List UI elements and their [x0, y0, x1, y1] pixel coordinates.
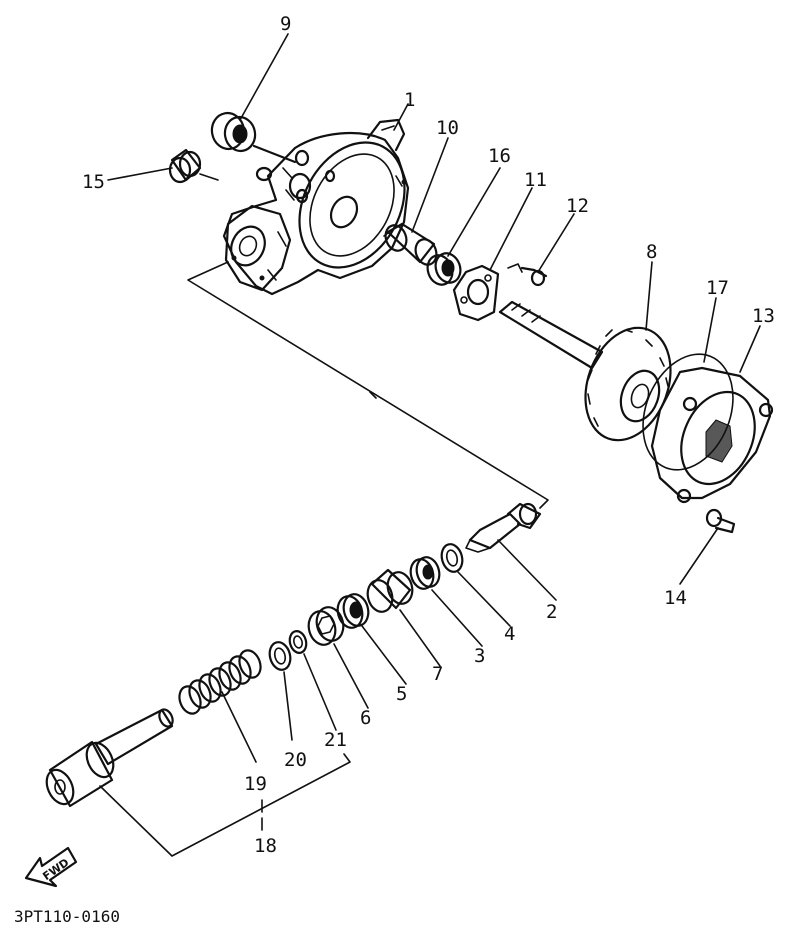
- part-18-shaft: [45, 708, 174, 808]
- diagram-code: 3PT110-0160: [14, 907, 120, 926]
- label-19: 19: [244, 773, 267, 795]
- label-7: 7: [432, 663, 443, 685]
- label-2: 2: [546, 601, 557, 623]
- fwd-label: FWD: [40, 856, 71, 883]
- part-20-washer: [268, 641, 292, 671]
- leader-lines: [99, 33, 761, 857]
- part-9-seal: [210, 111, 297, 164]
- label-4: 4: [504, 623, 515, 645]
- label-13: 13: [752, 305, 775, 327]
- label-10: 10: [436, 117, 459, 139]
- part-15-bushing: [168, 148, 219, 184]
- label-11: 11: [524, 169, 547, 191]
- part-6-nut: [307, 606, 345, 646]
- fwd-arrow-icon: FWD: [24, 846, 78, 888]
- part-16-bearing: [426, 252, 462, 286]
- label-21: 21: [324, 729, 347, 751]
- label-5: 5: [396, 683, 407, 705]
- part-3-bearing: [409, 556, 441, 590]
- label-8: 8: [646, 241, 657, 263]
- part-7-collar: [366, 568, 414, 613]
- part-5-bearing: [336, 593, 370, 629]
- part-14-bolt: [705, 508, 736, 534]
- part-17-gasket: [642, 353, 734, 471]
- part-12-bolt: [520, 266, 548, 287]
- label-3: 3: [474, 645, 485, 667]
- part-11-plate: [452, 263, 523, 322]
- part-13-cover: [650, 366, 774, 504]
- label-12: 12: [566, 195, 589, 217]
- label-16: 16: [488, 145, 511, 167]
- label-20: 20: [284, 749, 307, 771]
- label-18: 18: [254, 835, 277, 857]
- label-17: 17: [706, 277, 729, 299]
- label-14: 14: [664, 587, 687, 609]
- part-4-washer: [440, 543, 464, 573]
- label-6: 6: [360, 707, 371, 729]
- part-labels: 1 2 3 4 5 6 7 8 9 10 11 12 13 14 15 16 1…: [82, 13, 775, 857]
- label-9: 9: [280, 13, 291, 35]
- part-8-gear-shaft: [498, 300, 672, 442]
- part-19-spring: [178, 649, 262, 715]
- label-15: 15: [82, 171, 105, 193]
- part-2-pinion: [465, 502, 542, 553]
- label-1: 1: [404, 89, 415, 111]
- part-21-circlip: [288, 630, 308, 654]
- part-1-housing: [222, 118, 410, 296]
- part-10-collar: [384, 222, 438, 266]
